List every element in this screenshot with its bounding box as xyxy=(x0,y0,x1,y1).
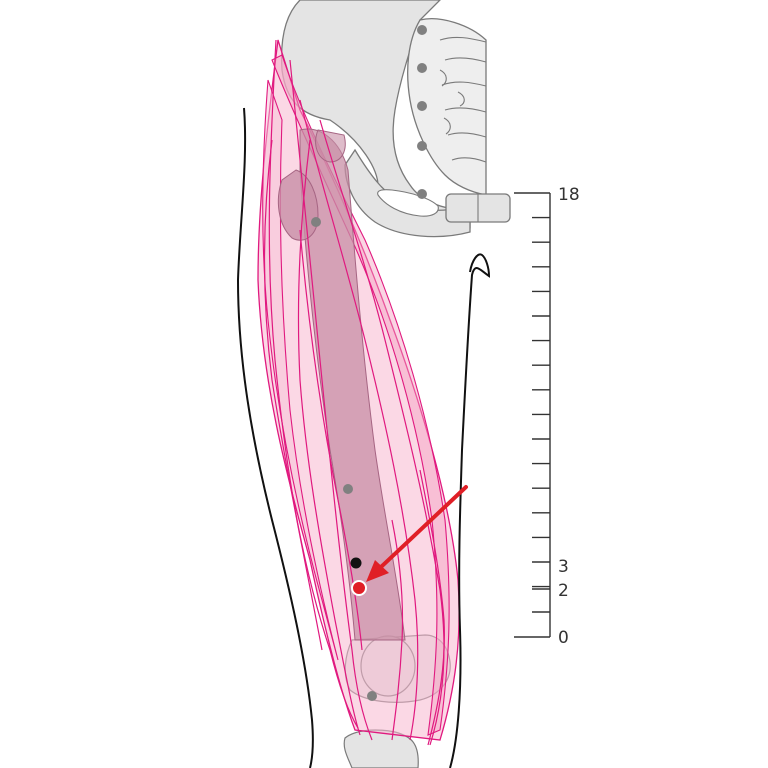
inner-thigh-contour xyxy=(449,253,491,768)
thigh-muscles xyxy=(257,39,460,746)
vastus-lateralis xyxy=(262,79,339,661)
obturator-foramen xyxy=(377,189,439,217)
outer-thigh-contour xyxy=(236,107,314,768)
target-point xyxy=(351,580,367,596)
pointer-arrow xyxy=(366,485,468,582)
hip-point xyxy=(311,217,321,227)
reference-point xyxy=(350,557,362,569)
scale-label-18: 18 xyxy=(558,185,580,205)
scale-label-0: 0 xyxy=(558,628,569,648)
scale-label-3: 3 xyxy=(558,557,569,577)
muscle-lines xyxy=(263,39,445,746)
mid-thigh-point xyxy=(343,484,353,494)
measurement-scale xyxy=(514,192,551,638)
gray-points xyxy=(311,25,427,701)
sacral-point-2 xyxy=(417,63,427,73)
femur-shaft xyxy=(299,128,406,641)
sacral-point-5 xyxy=(417,189,427,199)
greater-trochanter xyxy=(315,129,346,163)
sacral-point-1 xyxy=(417,25,427,35)
leg-outline xyxy=(236,107,491,768)
scale-label-2: 2 xyxy=(558,581,569,601)
pelvis xyxy=(280,0,511,238)
sacral-point-3 xyxy=(417,101,427,111)
knee-point xyxy=(367,691,377,701)
femur-head xyxy=(277,169,319,241)
sacrum-bone xyxy=(407,18,487,196)
sacral-point-4 xyxy=(417,141,427,151)
